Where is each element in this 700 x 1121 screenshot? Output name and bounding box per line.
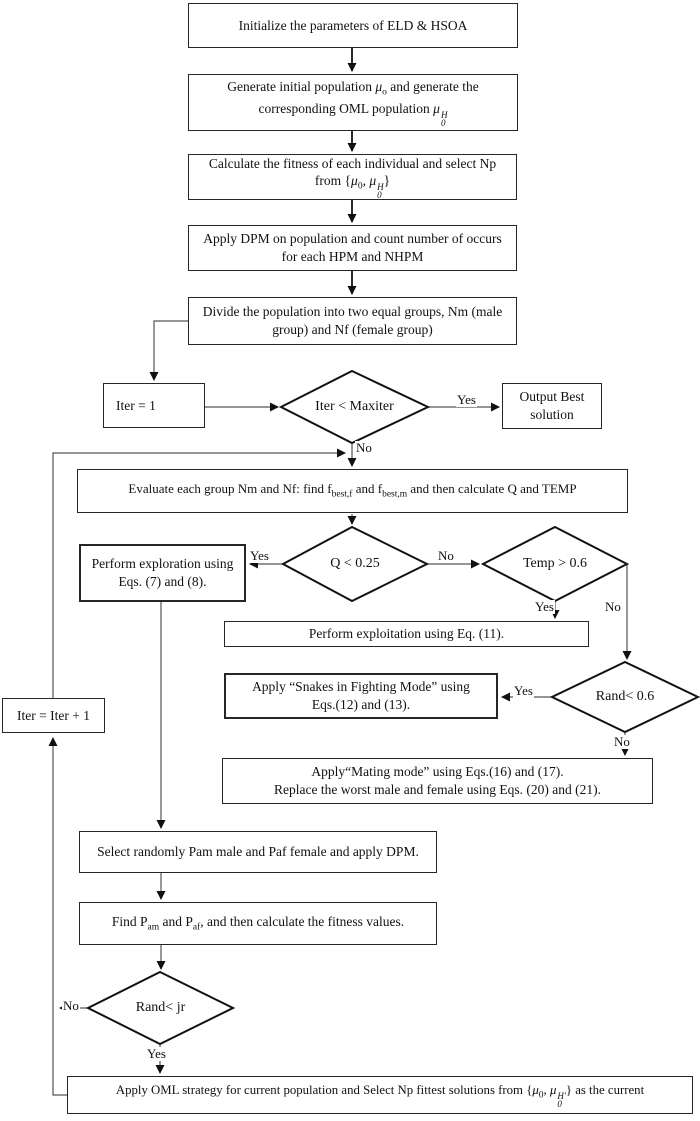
mating-mode-line1: Apply“Mating mode” using Eqs.(16) and (1… xyxy=(311,764,564,780)
apply-dpm-box: Apply DPM on population and count number… xyxy=(188,225,517,271)
calculate-fitness-box: Calculate the fitness of each individual… xyxy=(188,154,517,200)
iter-check-diamond xyxy=(278,369,431,445)
exploitation-box: Perform exploitation using Eq. (11). xyxy=(224,621,589,647)
apply-dpm-line2: for each HPM and NHPM xyxy=(281,249,424,264)
apply-dpm-line1: Apply DPM on population and count number… xyxy=(203,231,502,247)
init-parameters-box: Initialize the parameters of ELD & HSOA xyxy=(188,3,518,48)
edge-label-no-randjr: No xyxy=(62,998,80,1013)
edge-label-yes-q: Yes xyxy=(249,548,270,563)
divide-population-line2: group) and Nf (female group) xyxy=(272,322,433,337)
edge-label-yes-randjr: Yes xyxy=(146,1046,167,1061)
fighting-mode-box: Apply “Snakes in Fighting Mode” using Eq… xyxy=(224,673,498,719)
oml-strategy-text: Apply OML strategy for current populatio… xyxy=(115,1083,645,1109)
edge-label-no-q: No xyxy=(437,548,455,563)
iter-increment-text: Iter = Iter + 1 xyxy=(17,707,90,723)
iter-init-box: Iter = 1 xyxy=(103,383,205,428)
output-best-line1: Output Best xyxy=(519,389,585,405)
calculate-fitness-line1: Calculate the fitness of each individual… xyxy=(208,155,497,171)
exploration-line2: Eqs. (7) and (8). xyxy=(118,574,207,589)
mating-mode-box: Apply“Mating mode” using Eqs.(16) and (1… xyxy=(222,758,653,804)
exploration-box: Perform exploration using Eqs. (7) and (… xyxy=(79,544,246,602)
q-check-diamond xyxy=(280,525,430,603)
divide-population-line1: Divide the population into two equal gro… xyxy=(202,304,503,320)
edge-label-yes-rand: Yes xyxy=(513,683,534,698)
edge-label-yes-maxiter: Yes xyxy=(456,392,477,407)
temp-check-label: Temp > 0.6 xyxy=(522,556,588,571)
edge-label-no-temp: No xyxy=(604,599,622,614)
find-fitness-box: Find Pam and Paf, and then calculate the… xyxy=(79,902,437,945)
rand-jr-label: Rand< jr xyxy=(135,1000,186,1015)
init-parameters-text: Initialize the parameters of ELD & HSOA xyxy=(238,17,468,33)
edge-label-yes-temp: Yes xyxy=(534,599,555,614)
output-best-box: Output Best solution xyxy=(502,383,602,429)
generate-population-box: Generate initial population μo and gener… xyxy=(188,74,518,131)
oml-strategy-box: Apply OML strategy for current populatio… xyxy=(67,1076,693,1114)
rand-check-label: Rand< 0.6 xyxy=(595,689,655,704)
fighting-mode-line2: Eqs.(12) and (13). xyxy=(311,697,411,712)
divide-population-box: Divide the population into two equal gro… xyxy=(188,297,517,345)
select-random-text: Select randomly Pam male and Paf female … xyxy=(97,844,419,860)
evaluate-groups-box: Evaluate each group Nm and Nf: find fbes… xyxy=(77,469,628,513)
mating-mode-line2: Replace the worst male and female using … xyxy=(274,782,601,797)
fighting-mode-line1: Apply “Snakes in Fighting Mode” using xyxy=(252,679,470,695)
find-fitness-text: Find Pam and Paf, and then calculate the… xyxy=(111,913,405,933)
edge-label-no-rand: No xyxy=(613,734,631,749)
rand-jr-diamond xyxy=(85,970,236,1046)
temp-check-diamond xyxy=(480,525,630,603)
edge-label-no-maxiter: No xyxy=(355,440,373,455)
evaluate-groups-text: Evaluate each group Nm and Nf: find fbes… xyxy=(128,481,577,500)
iter-init-text: Iter = 1 xyxy=(116,397,156,413)
generate-population-line1: Generate initial population μo and gener… xyxy=(227,79,479,99)
exploitation-text: Perform exploitation using Eq. (11). xyxy=(308,626,505,642)
q-check-label: Q < 0.25 xyxy=(330,556,380,571)
exploration-line1: Perform exploration using xyxy=(91,556,234,572)
iter-check-label: Iter < Maxiter xyxy=(315,399,394,414)
iter-increment-box: Iter = Iter + 1 xyxy=(2,698,105,733)
select-random-box: Select randomly Pam male and Paf female … xyxy=(79,831,437,873)
rand-check-diamond xyxy=(549,660,700,734)
output-best-line2: solution xyxy=(530,407,574,422)
